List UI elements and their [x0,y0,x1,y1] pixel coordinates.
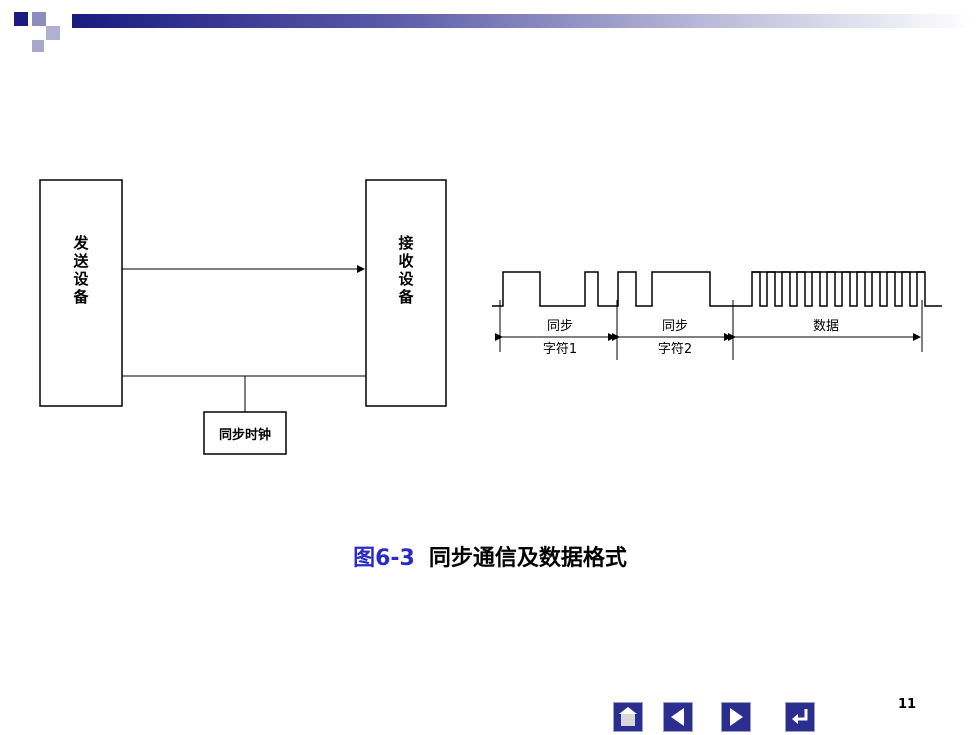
receiver-label: 接收设备 [397,234,414,306]
corner-square-mid [46,26,60,40]
segment-2-line2: 字符2 [658,341,692,357]
nav-prev-button[interactable] [663,702,693,732]
nav-return-button[interactable] [785,702,815,732]
figure-title: 同步通信及数据格式 [428,546,627,571]
title-bar-gradient [72,14,972,28]
clock-label: 同步时钟 [219,427,271,443]
nav-next-button[interactable] [721,702,751,732]
svg-text:接收设备: 接收设备 [397,234,414,306]
sender-box [39,179,123,407]
figure-caption: 图6-3 同步通信及数据格式 [0,540,980,572]
receiver-box [365,179,447,407]
sender-label: 发送设备 [72,234,89,306]
clock-box [203,411,287,455]
next-icon [730,708,743,726]
page-number: 11 [898,697,917,712]
corner-square-light2 [32,40,44,52]
svg-text:发送设备: 发送设备 [72,234,89,306]
segment-2-line1: 同步 [662,319,688,334]
segment-1-line1: 同步 [547,319,573,334]
corner-square-dark [14,12,28,26]
waveform [492,271,942,307]
home-icon [619,707,637,726]
figure-number: 图6-3 [353,546,415,571]
return-icon [792,709,808,724]
nav-home-button[interactable] [613,702,643,732]
corner-square-light [32,12,46,26]
prev-icon [671,708,684,726]
segment-3-line1: 数据 [813,319,839,334]
segment-1-line2: 字符1 [543,341,577,357]
